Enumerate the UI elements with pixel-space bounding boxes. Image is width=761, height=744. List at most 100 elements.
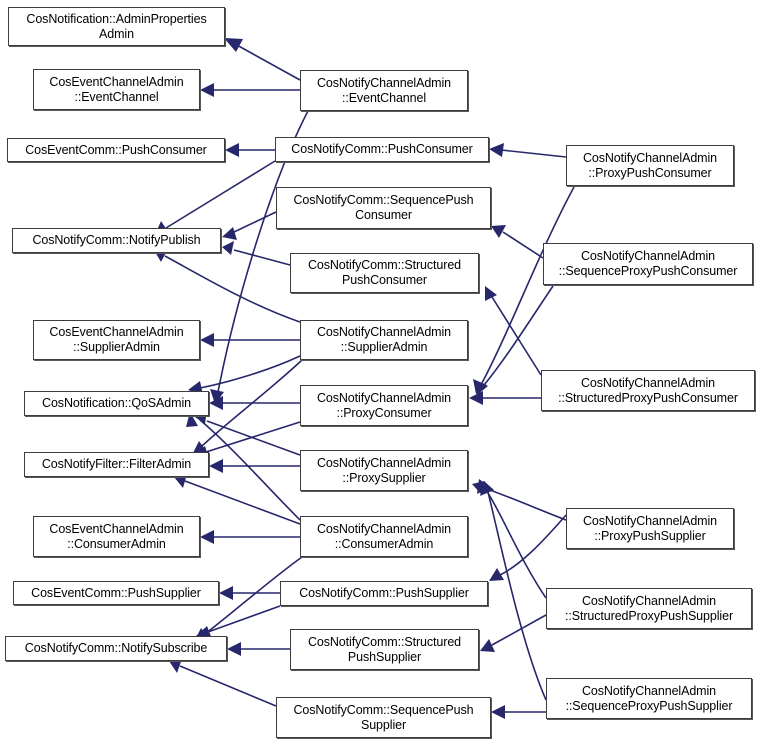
class-node[interactable]: CosNotifyComm::PushSupplier [280, 581, 488, 606]
arrowhead-seqpushsupplier [491, 705, 505, 719]
arrowhead-structpushconsumer [485, 286, 497, 301]
class-node-label: CosNotifyChannelAdmin ::StructuredProxyP… [558, 375, 738, 405]
class-node[interactable]: CosNotifyChannelAdmin ::ProxySupplier [300, 450, 468, 491]
class-node-label: CosNotifyChannelAdmin ::SupplierAdmin [316, 325, 452, 354]
class-node[interactable]: CosNotifyChannelAdmin ::StructuredProxyP… [546, 588, 752, 629]
class-node-label: CosEventComm::PushSupplier [31, 585, 201, 600]
class-node-label: CosNotifyChannelAdmin ::EventChannel [316, 75, 452, 105]
arrowhead-cosconsumeradmin [200, 530, 214, 544]
class-node[interactable]: CosEventComm::PushSupplier [13, 581, 219, 605]
class-node[interactable]: CosNotifyChannelAdmin ::SequenceProxyPus… [543, 243, 753, 285]
edge-sequencepushconsumer-to-notifypublish [233, 211, 277, 233]
edge-consumeradmin-to-notifysubscribe [204, 556, 303, 635]
class-node-label: CosEventChannelAdmin ::ConsumerAdmin [49, 521, 184, 551]
edge-proxypushsupplier-to-pushsupplier [499, 514, 567, 576]
class-node-label: CosNotifyComm::SequencePush Consumer [293, 193, 474, 222]
class-node-label: CosNotifyChannelAdmin ::ProxyConsumer [316, 390, 452, 420]
class-node-label: CosNotifyComm::PushConsumer [291, 142, 473, 156]
class-node-label: CosNotifyChannelAdmin ::SequenceProxyPus… [558, 249, 738, 278]
class-node-label: CosNotifyChannelAdmin ::ConsumerAdmin [316, 521, 452, 551]
class-node-label: CosNotifyChannelAdmin ::ProxyPushConsume… [582, 150, 718, 180]
class-node-label: CosNotifyChannelAdmin ::SequenceProxyPus… [565, 683, 733, 713]
arrowhead-notifysubscribe-from-seqpush [169, 659, 182, 673]
edge-structproxypushconsumer-to-structpushconsumer [491, 296, 542, 376]
class-node[interactable]: CosEventChannelAdmin ::ConsumerAdmin [33, 516, 200, 557]
class-node-label: CosNotifyChannelAdmin ::ProxySupplier [316, 455, 452, 485]
class-node-label: CosEventComm::PushConsumer [25, 142, 207, 157]
arrowhead-notifysubscribe-from-structpush [227, 642, 241, 656]
arrowhead-qosadmin-from-eventchannel [210, 389, 224, 404]
arrowhead-filteradmin-from-proxysupplier [209, 459, 223, 473]
arrowhead-notifysubscribe-from-pushsupplier [196, 626, 212, 639]
class-node[interactable]: CosNotifyComm::Structured PushConsumer [290, 253, 479, 293]
edge-pushsupplier-to-notifysubscribe [207, 605, 281, 633]
edge-structuredpushconsumer-to-notifypublish [233, 249, 291, 266]
edge-seqproxypushconsumer-to-seqpushconsumer [502, 231, 544, 259]
class-node[interactable]: CosEventComm::PushConsumer [7, 138, 225, 162]
class-node[interactable]: CosNotification::AdminProperties Admin [8, 7, 225, 46]
edge-structproxypushsupplier-to-structpushsupplier [491, 614, 547, 646]
edge-proxysupplier-to-qosadmin [206, 420, 301, 456]
class-node[interactable]: CosNotifyComm::SequencePush Consumer [276, 187, 491, 229]
edge-proxypushconsumer-to-proxyconsumer [481, 186, 575, 384]
edge-seqproxypushconsumer-to-proxyconsumer [483, 285, 554, 386]
edge-proxypushsupplier-to-proxysupplier [483, 487, 567, 521]
class-node[interactable]: CosNotifyComm::NotifySubscribe [5, 636, 227, 661]
arrowhead-pushsupplier-from-proxypush [489, 568, 504, 581]
class-node-label: CosNotifyFilter::FilterAdmin [41, 457, 192, 471]
class-node-label: CosNotifyChannelAdmin ::ProxyPushSupplie… [582, 513, 718, 543]
edge-seqproxypushsupplier-to-proxysupplier [487, 491, 547, 701]
class-node[interactable]: CosNotifyChannelAdmin ::EventChannel [300, 70, 468, 111]
class-node[interactable]: CosNotifyFilter::FilterAdmin [24, 452, 209, 477]
class-node[interactable]: CosNotifyComm::Structured PushSupplier [290, 629, 479, 670]
class-node[interactable]: CosNotifyComm::SequencePush Supplier [276, 697, 491, 738]
edge-eventchannel-to-adminproperties [234, 43, 301, 81]
class-node-label: CosNotification::AdminProperties Admin [26, 11, 207, 41]
class-node[interactable]: CosNotifyChannelAdmin ::ProxyPushSupplie… [566, 508, 734, 549]
edge-proxypushconsumer-to-pushconsumer [500, 149, 567, 158]
arrowhead-cossupplieradmin [200, 333, 214, 347]
class-node[interactable]: CosNotifyComm::PushConsumer [275, 137, 489, 162]
class-node-label: CosNotifyComm::NotifySubscribe [24, 641, 208, 655]
class-node-label: CosEventChannelAdmin ::EventChannel [49, 74, 184, 104]
class-node-label: CosNotifyComm::PushSupplier [299, 586, 469, 600]
class-node-label: CosNotifyChannelAdmin ::StructuredProxyP… [564, 593, 734, 623]
arrowhead-proxyconsumer-from-seqproxy [474, 380, 488, 395]
class-node[interactable]: CosEventChannelAdmin ::EventChannel [33, 69, 200, 110]
arrowhead-coseventchannel [200, 83, 214, 97]
arrowhead-pushconsumer-from-proxypush [489, 143, 504, 157]
class-node[interactable]: CosNotifyComm::NotifyPublish [12, 228, 221, 253]
class-node-label: CosNotifyComm::SequencePush Supplier [293, 702, 474, 732]
class-node-label: CosNotifyComm::Structured PushConsumer [307, 258, 462, 287]
arrowhead-notifypublish-from-structuredpush [222, 241, 234, 255]
class-node[interactable]: CosNotifyChannelAdmin ::ProxyPushConsume… [566, 145, 734, 186]
edge-seqpushsupplier-to-notifysubscribe [179, 665, 277, 707]
class-node[interactable]: CosNotifyChannelAdmin ::StructuredProxyP… [541, 370, 755, 411]
edge-supplieradmin-to-notifypublish [164, 255, 301, 323]
class-node[interactable]: CosNotifyChannelAdmin ::ConsumerAdmin [300, 516, 468, 557]
class-node[interactable]: CosNotifyChannelAdmin ::SupplierAdmin [300, 320, 468, 360]
class-node-label: CosEventChannelAdmin ::SupplierAdmin [49, 325, 184, 354]
class-node-label: CosNotifyComm::Structured PushSupplier [307, 634, 462, 664]
arrowhead-proxyconsumer-from-structproxy [469, 391, 483, 405]
edge-consumeradmin-to-filteradmin [184, 480, 301, 525]
class-node[interactable]: CosEventChannelAdmin ::SupplierAdmin [33, 320, 200, 360]
edge-consumeradmin-to-qosadmin [199, 419, 301, 521]
edge-structproxypushsupplier-to-proxysupplier [485, 489, 547, 599]
class-node-label: CosNotification::QoSAdmin [42, 396, 191, 410]
edge-supplieradmin-to-filteradmin [201, 359, 303, 447]
arrowhead-proxysupplier-from-seqproxy [480, 481, 494, 496]
arrowhead-qosadmin-from-proxyconsumer [209, 396, 223, 410]
edge-pushconsumer-to-notifypublish [165, 160, 276, 229]
arrowhead-filteradmin-from-consumeradmin [174, 474, 187, 488]
class-node-label: CosNotifyComm::NotifyPublish [32, 233, 201, 247]
class-node[interactable]: CosNotifyChannelAdmin ::ProxyConsumer [300, 385, 468, 426]
arrowhead-structpushsupplier [480, 639, 495, 652]
arrowhead-seqpushconsumer [491, 225, 506, 238]
class-node[interactable]: CosNotifyChannelAdmin ::SequenceProxyPus… [546, 678, 752, 719]
arrowhead-adminproperties [224, 38, 243, 52]
class-node[interactable]: CosNotification::QoSAdmin [24, 391, 209, 416]
arrowhead-coseventpushconsumer [225, 143, 239, 157]
